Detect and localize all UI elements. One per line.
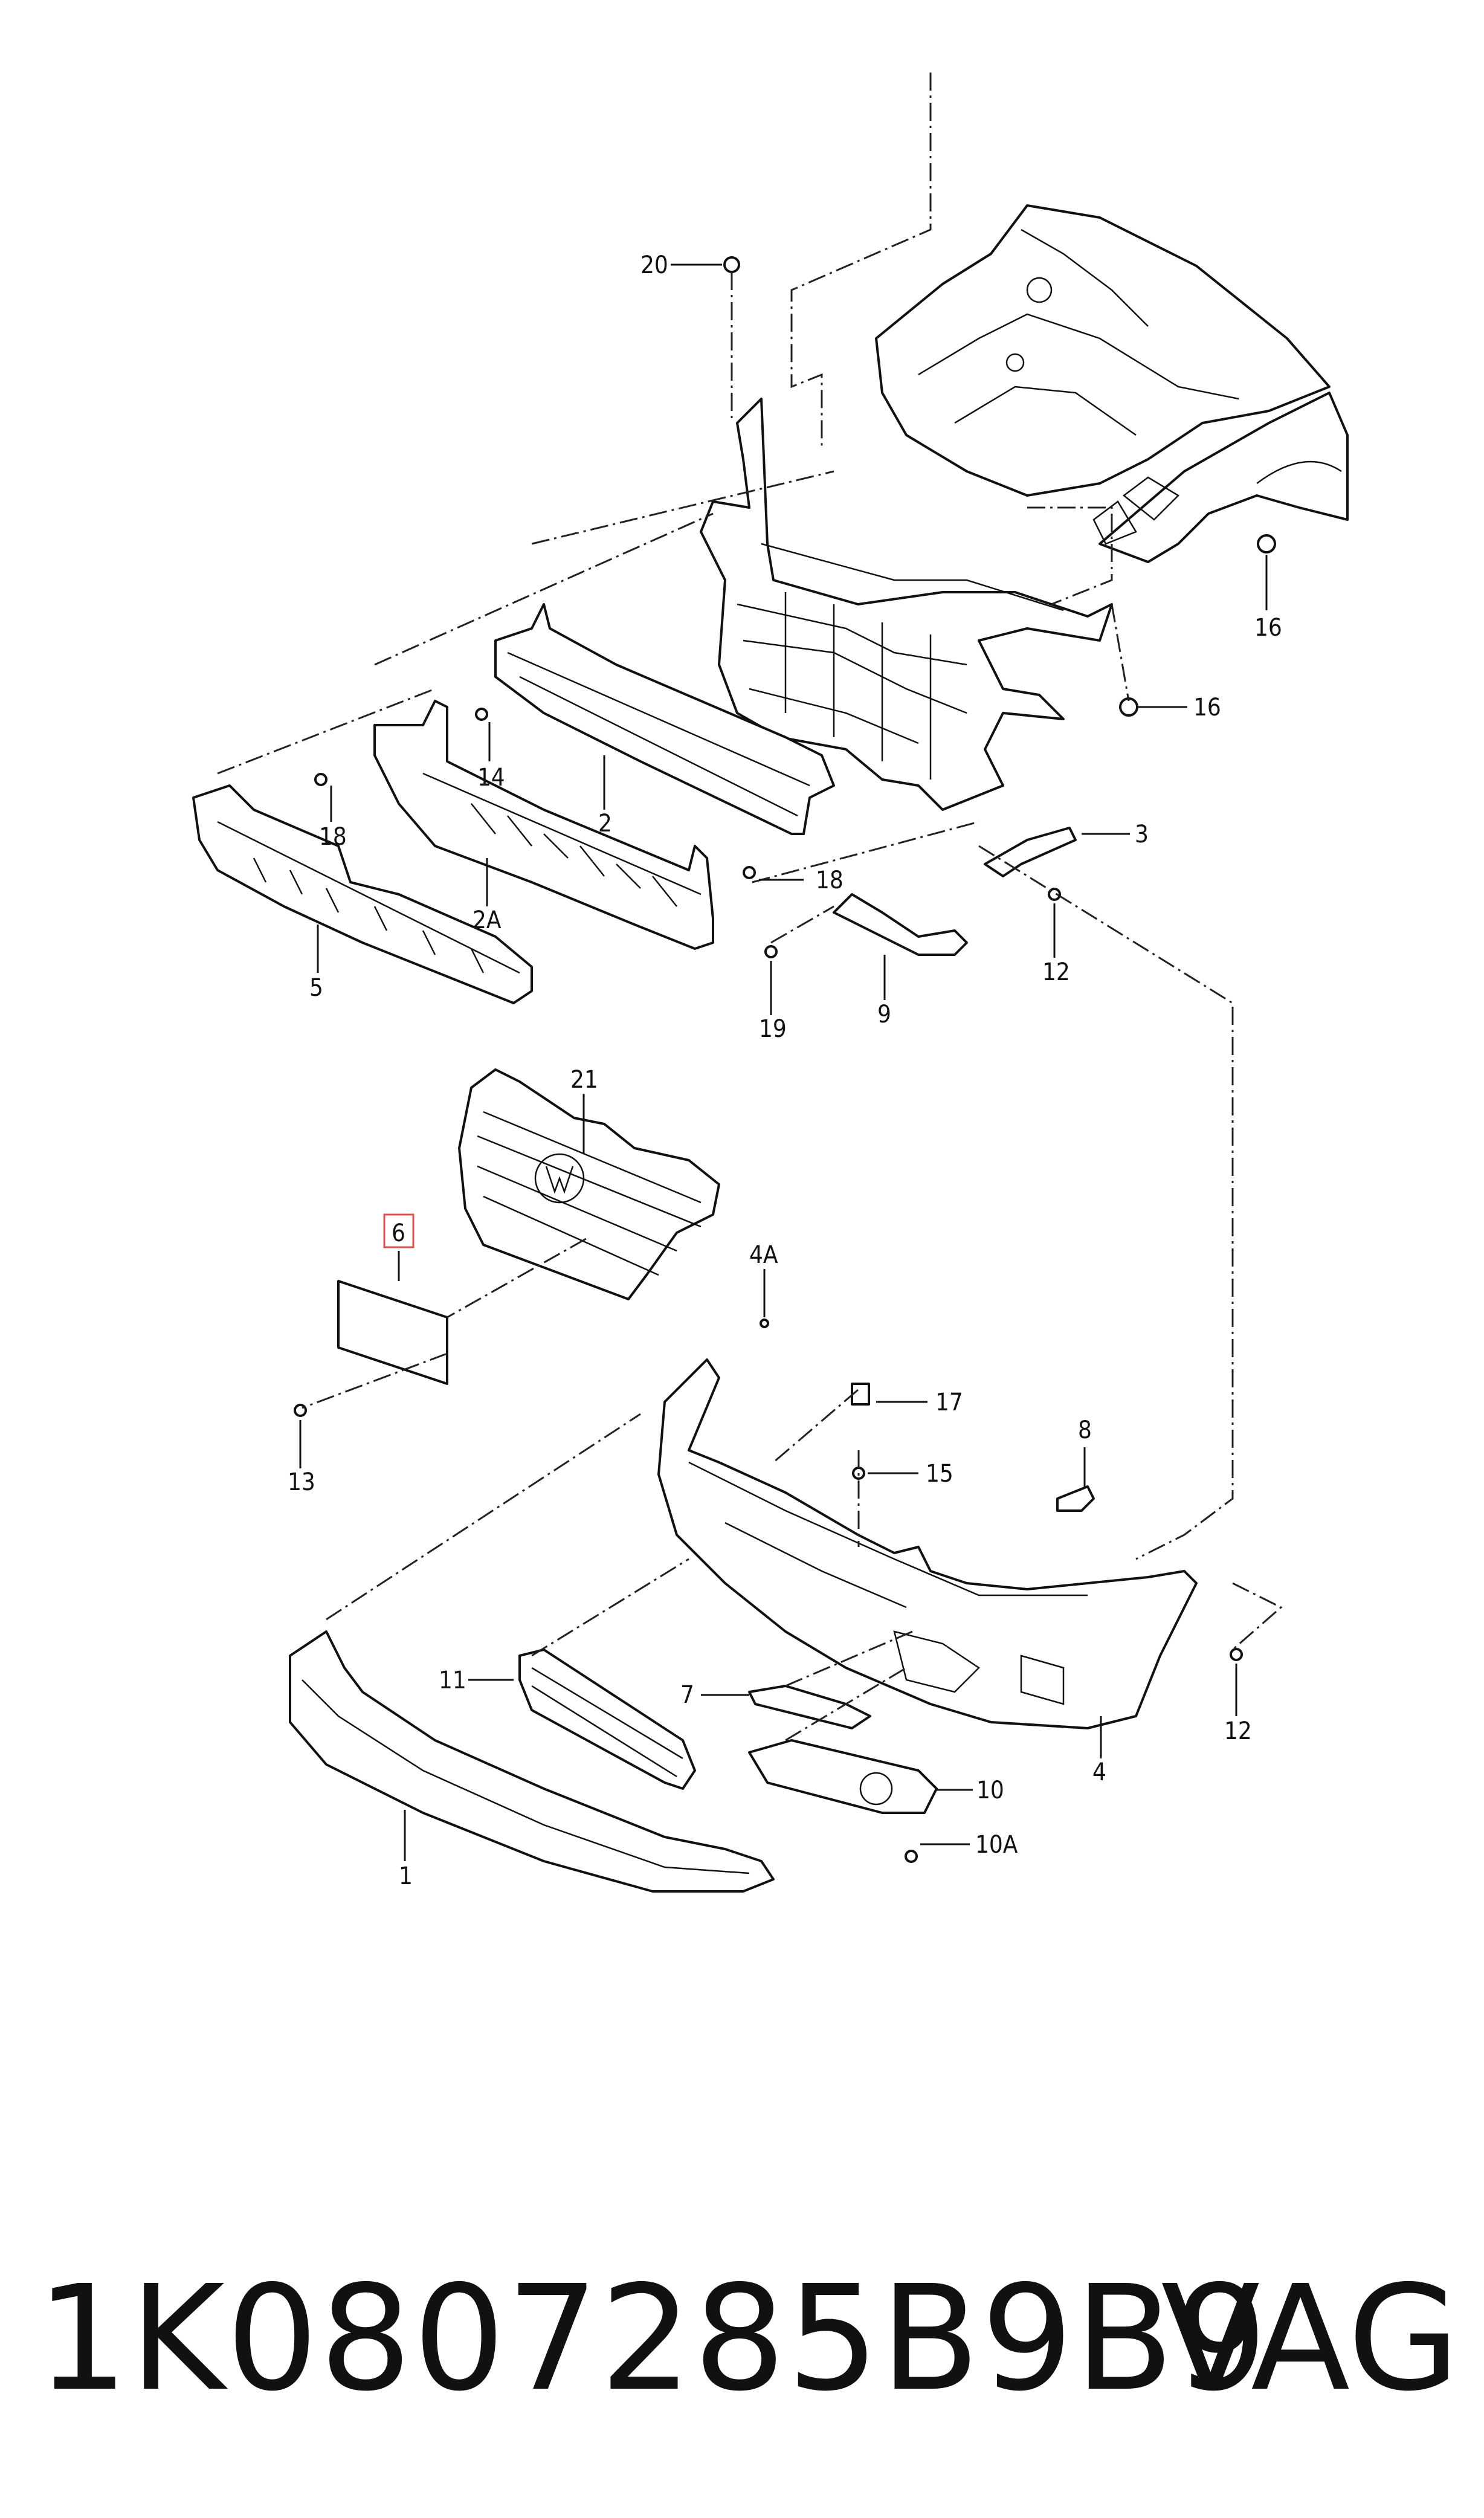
- callout-2A: 2A: [473, 906, 502, 934]
- cap-8: [1056, 1485, 1095, 1512]
- bracket-part-9: [833, 893, 968, 956]
- callout-leaders: [299, 263, 1268, 1861]
- callout-21: 21: [570, 1066, 598, 1094]
- callout-10A: 10A: [975, 1831, 1018, 1859]
- callout-11: 11: [439, 1667, 466, 1694]
- callout-18-left: 18: [319, 823, 347, 851]
- callout-1: 1: [399, 1862, 413, 1890]
- assembly-lines: [217, 73, 1283, 1742]
- lock-carrier: [700, 398, 1113, 811]
- lower-grille-11: [518, 1648, 696, 1790]
- callout-12-lower: 12: [1224, 1717, 1252, 1745]
- callout-17: 17: [935, 1389, 963, 1416]
- energy-absorber: [192, 784, 533, 1004]
- body-front-frame: [875, 204, 1349, 563]
- fog-grille-10: [748, 1739, 938, 1814]
- callout-7: 7: [680, 1681, 694, 1709]
- callout-18-right: 18: [816, 867, 844, 894]
- callout-15: 15: [926, 1460, 953, 1488]
- callout-4A: 4A: [749, 1241, 778, 1269]
- trim-strip-7: [748, 1685, 871, 1729]
- footer: 1K0807285B9B9 VAG: [0, 2260, 1484, 2417]
- callout-16-upper: 16: [1254, 614, 1282, 642]
- callout-20: 20: [640, 251, 668, 279]
- callout-10: 10: [976, 1777, 1004, 1804]
- brand-label: VAG: [1161, 2254, 1460, 2423]
- bumper-cover: [657, 1358, 1198, 1729]
- callout-16-lower: 16: [1193, 694, 1221, 722]
- license-plate-holder: [337, 1213, 448, 1385]
- callout-3: 3: [1135, 821, 1149, 848]
- part-number: 1K0807285B9B9: [36, 2254, 1269, 2423]
- callout-12-upper: 12: [1042, 958, 1070, 986]
- callout-labels: 20 16 16 2 14 18 2A 5 3 18 12 19 9 21 6 …: [288, 251, 1282, 1890]
- callout-2: 2: [598, 810, 612, 838]
- callout-14: 14: [477, 764, 505, 792]
- callout-5: 5: [309, 974, 323, 1002]
- callout-13: 13: [288, 1468, 315, 1496]
- callout-9: 9: [877, 1001, 891, 1028]
- callout-19: 19: [759, 1015, 787, 1043]
- impact-bar: [494, 603, 835, 835]
- radiator-grille: [458, 1068, 720, 1300]
- callout-8: 8: [1078, 1416, 1092, 1444]
- deformation-element: [373, 700, 714, 950]
- callout-4: 4: [1092, 1758, 1106, 1786]
- bracket-part-3: [984, 827, 1077, 877]
- lower-spoiler: [289, 1630, 775, 1893]
- callout-6: 6: [392, 1219, 405, 1247]
